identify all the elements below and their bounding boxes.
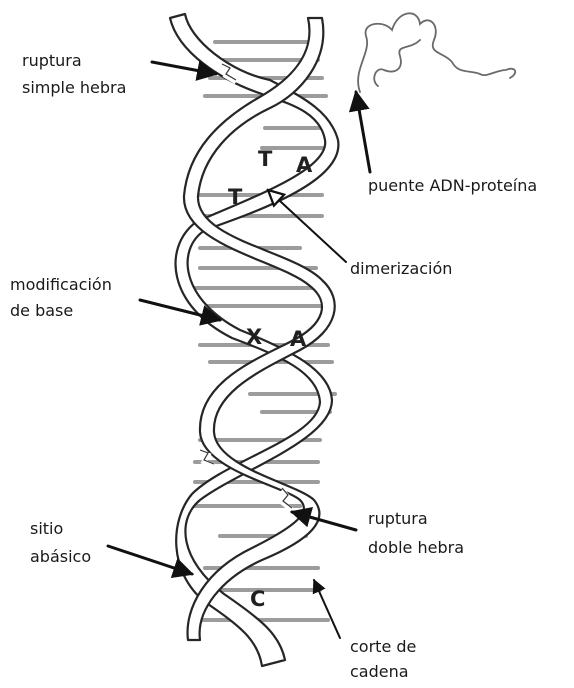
label-abasic-line1: sitio <box>30 518 63 539</box>
label-ss-break-line2: simple hebra <box>22 77 126 98</box>
label-base-mod-line1: modificación <box>10 274 112 295</box>
base-x: X <box>246 325 262 349</box>
base-t-lower: T <box>228 185 243 209</box>
arrow-crosslink <box>356 92 370 172</box>
label-crosslink: puente ADN-proteína <box>368 175 537 196</box>
label-chain-cut-line2: cadena <box>350 661 409 682</box>
label-chain-cut-line1: corte de <box>350 636 416 657</box>
arrow-chain-cut <box>314 580 340 638</box>
label-ds-break-line1: ruptura <box>368 508 428 529</box>
protein-illustration <box>358 13 515 92</box>
arrow-dimer <box>268 190 346 262</box>
base-a-middle: A <box>290 327 307 351</box>
label-base-mod-line2: de base <box>10 300 73 321</box>
label-ds-break-line2: doble hebra <box>368 537 464 558</box>
label-ss-break-line1: ruptura <box>22 50 82 71</box>
base-c: C <box>250 587 265 611</box>
base-a-upper: A <box>296 153 313 177</box>
label-dimer: dimerización <box>350 258 452 279</box>
label-abasic-line2: abásico <box>30 546 91 567</box>
base-t-upper: T <box>258 147 273 171</box>
